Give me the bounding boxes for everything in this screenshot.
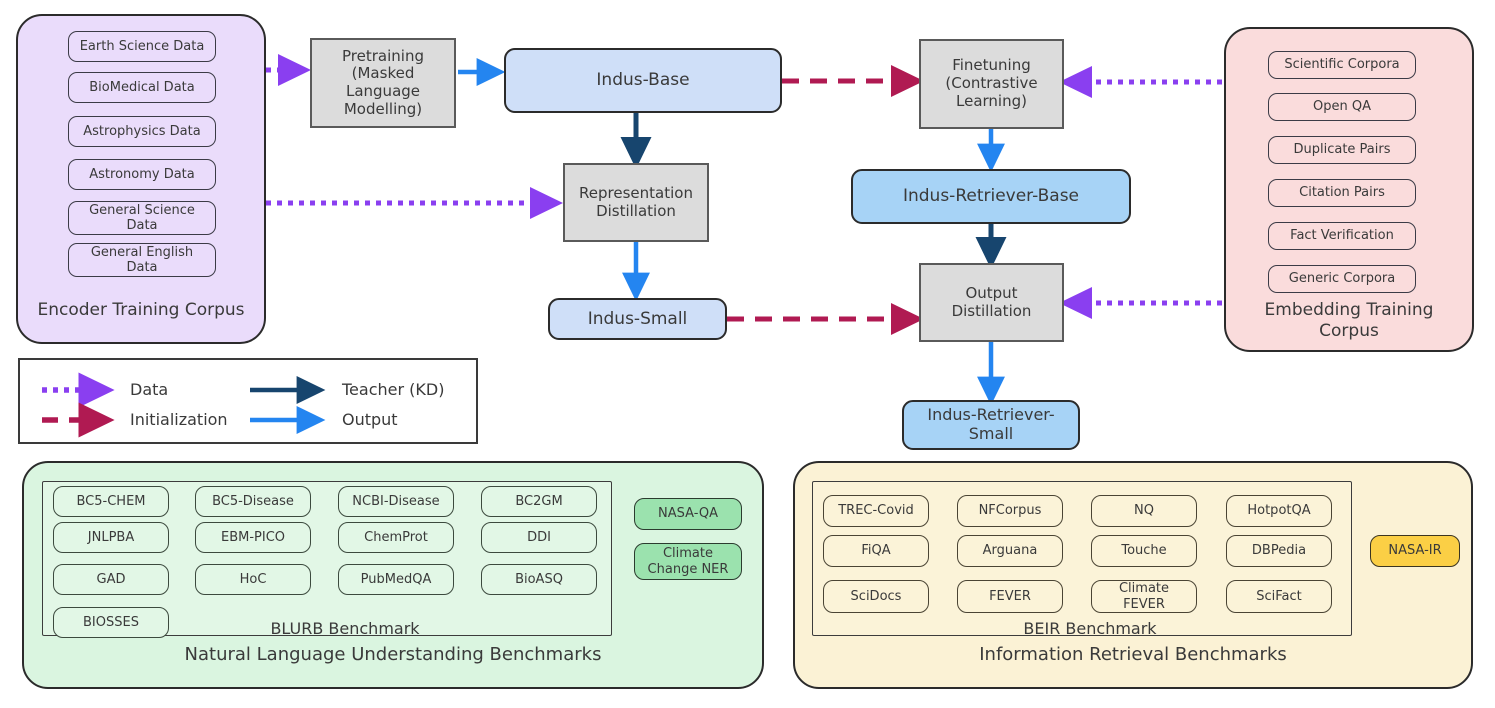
beir-chip-fever[interactable]: FEVER <box>957 580 1063 613</box>
corpus-chip-general-science[interactable]: General Science Data <box>68 201 216 235</box>
embedding-chip-open-qa[interactable]: Open QA <box>1268 93 1416 121</box>
corpus-chip-general-english[interactable]: General English Data <box>68 243 216 277</box>
blurb-chip-chemprot[interactable]: ChemProt <box>338 522 454 553</box>
beir-chip-arguana[interactable]: Arguana <box>957 535 1063 567</box>
process-pretraining[interactable]: Pretraining (Masked Language Modelling) <box>310 38 456 128</box>
beir-chip-scifact[interactable]: SciFact <box>1226 580 1332 613</box>
process-representation-distillation[interactable]: Representation Distillation <box>563 163 709 242</box>
embedding-training-corpus-title: Embedding Training Corpus <box>1264 300 1434 342</box>
corpus-chip-biomedical[interactable]: BioMedical Data <box>68 72 216 103</box>
embedding-chip-scientific-corpora[interactable]: Scientific Corpora <box>1268 51 1416 79</box>
beir-chip-touche[interactable]: Touche <box>1091 535 1197 567</box>
beir-chip-climate-fever[interactable]: Climate FEVER <box>1091 580 1197 613</box>
model-indus-retriever-small[interactable]: Indus-Retriever- Small <box>902 400 1080 450</box>
embedding-chip-fact-verification[interactable]: Fact Verification <box>1268 222 1416 250</box>
beir-benchmark-title: BEIR Benchmark <box>1023 619 1157 638</box>
embedding-chip-generic-corpora[interactable]: Generic Corpora <box>1268 265 1416 293</box>
corpus-chip-astrophysics[interactable]: Astrophysics Data <box>68 116 216 147</box>
beir-chip-fiqa[interactable]: FiQA <box>823 535 929 567</box>
blurb-chip-ebm-pico[interactable]: EBM-PICO <box>195 522 311 553</box>
nlu-side-chip-climate-change-ner[interactable]: Climate Change NER <box>634 543 742 580</box>
process-finetuning[interactable]: Finetuning (Contrastive Learning) <box>919 39 1064 129</box>
legend-label-output: Output <box>342 410 398 429</box>
legend-box: Data Initialization Teacher (KD) Output <box>18 358 478 444</box>
encoder-training-corpus-title: Encoder Training Corpus <box>37 300 245 320</box>
blurb-chip-bc5-chem[interactable]: BC5-CHEM <box>53 486 169 517</box>
blurb-benchmark-title: BLURB Benchmark <box>270 619 420 638</box>
embedding-chip-citation-pairs[interactable]: Citation Pairs <box>1268 179 1416 207</box>
corpus-chip-earth-science[interactable]: Earth Science Data <box>68 31 216 62</box>
model-indus-small[interactable]: Indus-Small <box>548 298 727 340</box>
ir-benchmarks-title: Information Retrieval Benchmarks <box>979 644 1287 665</box>
corpus-chip-astronomy[interactable]: Astronomy Data <box>68 159 216 190</box>
blurb-chip-jnlpba[interactable]: JNLPBA <box>53 522 169 553</box>
legend-label-data: Data <box>130 380 169 399</box>
beir-chip-hotpotqa[interactable]: HotpotQA <box>1226 495 1332 527</box>
beir-chip-scidocs[interactable]: SciDocs <box>823 580 929 613</box>
ir-side-chip-nasa-ir[interactable]: NASA-IR <box>1370 535 1460 567</box>
blurb-chip-gad[interactable]: GAD <box>53 564 169 595</box>
beir-chip-trec-covid[interactable]: TREC-Covid <box>823 495 929 527</box>
blurb-chip-ddi[interactable]: DDI <box>481 522 597 553</box>
blurb-chip-bc2gm[interactable]: BC2GM <box>481 486 597 517</box>
legend-label-teacher-kd: Teacher (KD) <box>342 380 445 399</box>
nlu-side-chip-nasa-qa[interactable]: NASA-QA <box>634 498 742 530</box>
legend-label-initialization: Initialization <box>130 410 228 429</box>
beir-chip-dbpedia[interactable]: DBPedia <box>1226 535 1332 567</box>
legend-arrow-layer <box>42 372 326 438</box>
blurb-chip-hoc[interactable]: HoC <box>195 564 311 595</box>
embedding-chip-duplicate-pairs[interactable]: Duplicate Pairs <box>1268 136 1416 164</box>
beir-chip-nfcorpus[interactable]: NFCorpus <box>957 495 1063 527</box>
nlu-benchmarks-title: Natural Language Understanding Benchmark… <box>184 644 602 665</box>
process-output-distillation[interactable]: Output Distillation <box>919 263 1064 342</box>
blurb-chip-biosses[interactable]: BIOSSES <box>53 607 169 638</box>
model-indus-retriever-base[interactable]: Indus-Retriever-Base <box>851 169 1131 224</box>
model-indus-base[interactable]: Indus-Base <box>504 48 782 113</box>
blurb-chip-bioasq[interactable]: BioASQ <box>481 564 597 595</box>
blurb-chip-ncbi-disease[interactable]: NCBI-Disease <box>338 486 454 517</box>
beir-chip-nq[interactable]: NQ <box>1091 495 1197 527</box>
blurb-chip-pubmedqa[interactable]: PubMedQA <box>338 564 454 595</box>
blurb-chip-bc5-disease[interactable]: BC5-Disease <box>195 486 311 517</box>
